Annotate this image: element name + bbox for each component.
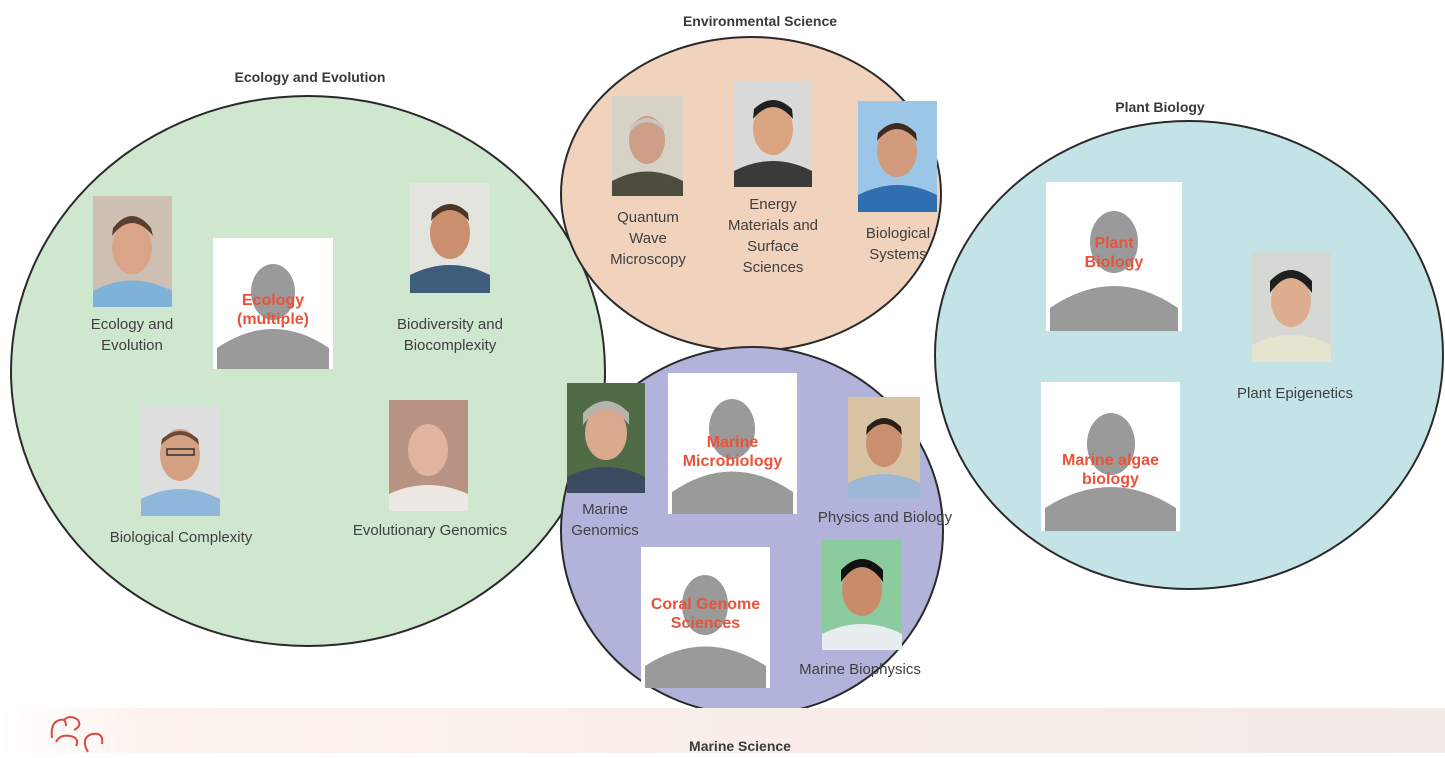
ecology-evolution-photo — [93, 196, 172, 307]
evolutionary-genomics-photo — [389, 400, 468, 511]
physics-biology-photo — [848, 397, 920, 497]
person-silhouette-icon — [217, 264, 329, 369]
plant-biology-title: Plant Biology — [1115, 99, 1205, 115]
plant-epigenetics-photo — [1252, 251, 1331, 362]
plant-biology-vacancy: Plant Biology — [1046, 182, 1182, 331]
biological-complexity-photo — [141, 405, 220, 516]
marine-genomics-photo — [567, 383, 645, 493]
marine-genomics-caption: Marine Genomics — [571, 501, 639, 539]
person-silhouette-icon — [1050, 211, 1178, 331]
ecology-evolution-caption: Ecology and Evolution — [90, 316, 174, 354]
quantum-microscopy-photo — [612, 96, 683, 196]
ecology-multiple-vacancy: Ecology (multiple) — [213, 238, 333, 369]
biodiversity-photo — [410, 183, 490, 293]
marine-biophysics-caption: Marine Biophysics — [799, 661, 921, 678]
evolutionary-genomics-caption: Evolutionary Genomics — [352, 522, 508, 539]
person-silhouette-icon — [645, 575, 766, 688]
coral-genome-label: Coral Genome Sciences — [650, 596, 761, 632]
marine-microbiology-label: Marine Microbiology — [682, 434, 783, 470]
plant-biology-circle — [934, 120, 1444, 590]
person-silhouette-icon — [1045, 413, 1176, 531]
energy-materials-photo — [734, 81, 812, 187]
energy-materials-caption: Energy Materials and Surface Sciences — [727, 196, 819, 276]
ecology-evolution-title: Ecology and Evolution — [234, 69, 386, 85]
institute-logo — [50, 716, 104, 753]
ecology-evolution-circle — [10, 95, 606, 647]
environmental-science-title: Environmental Science — [682, 13, 838, 29]
person-silhouette-icon — [672, 399, 793, 514]
marine-algae-label: Marine algae biology — [1062, 452, 1159, 488]
marine-algae-vacancy: Marine algae biology — [1041, 382, 1180, 531]
plant-epigenetics-caption: Plant Epigenetics — [1237, 385, 1353, 402]
coral-genome-vacancy: Coral Genome Sciences — [641, 547, 770, 688]
biological-complexity-caption: Biological Complexity — [109, 529, 253, 546]
biological-systems-caption: Biological Systems — [865, 225, 931, 263]
quantum-microscopy-caption: Quantum Wave Microscopy — [610, 209, 686, 268]
marine-science-title: Marine Science — [689, 738, 791, 754]
marine-microbiology-vacancy: Marine Microbiology — [668, 373, 797, 514]
marine-biophysics-photo — [822, 540, 902, 650]
ecology-multiple-label: Ecology (multiple) — [237, 292, 309, 328]
plant-biology-label: Plant Biology — [1084, 235, 1144, 271]
biodiversity-caption: Biodiversity and Biocomplexity — [397, 316, 503, 354]
physics-biology-caption: Physics and Biology — [817, 509, 953, 526]
biological-systems-photo — [858, 101, 937, 212]
institute-logo-banner — [0, 708, 1445, 753]
